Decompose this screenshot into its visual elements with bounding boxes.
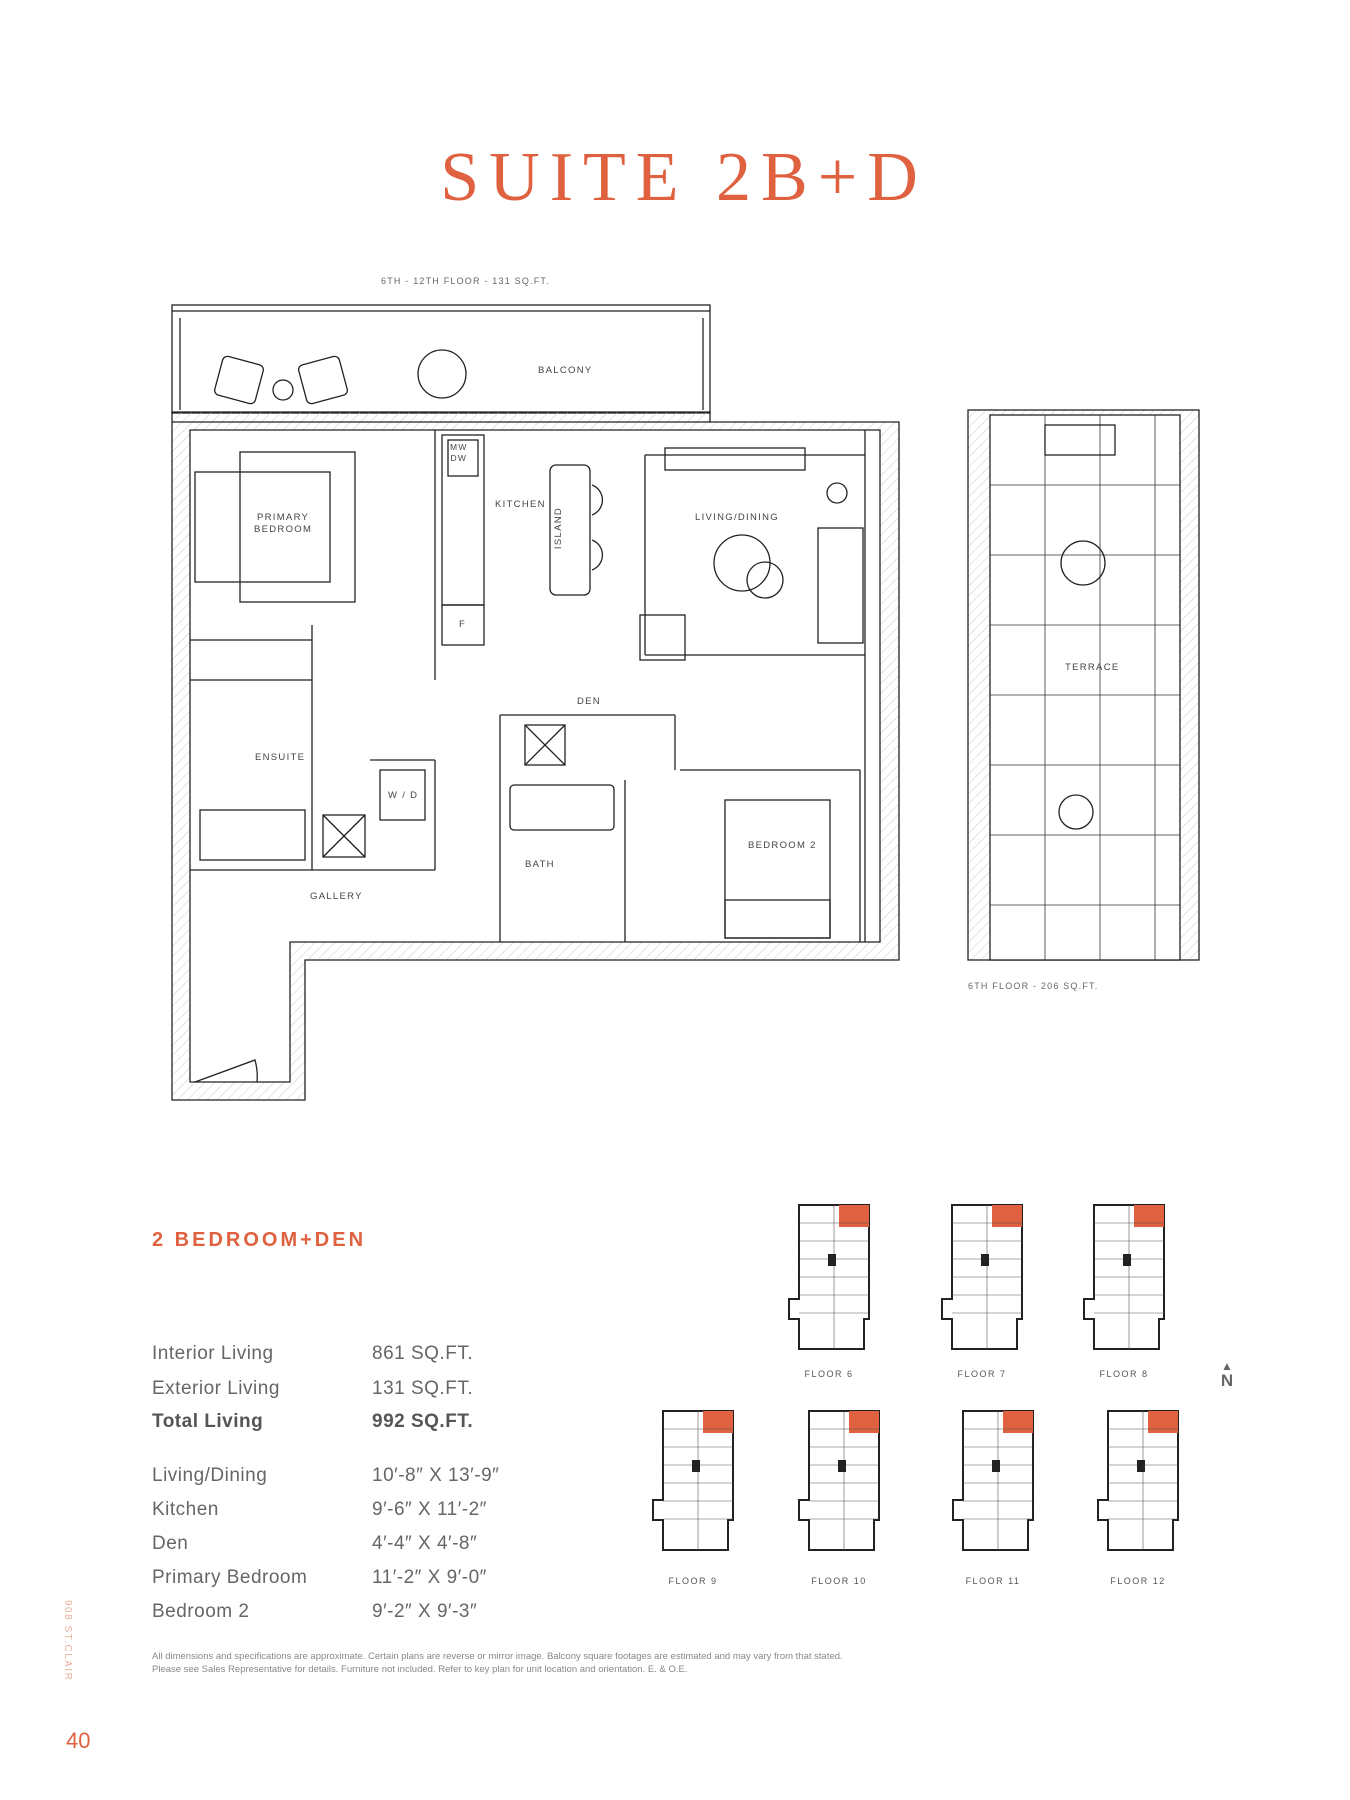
dim-label-kitchen: Kitchen [152, 1499, 219, 1520]
key-plan-label: FLOOR 7 [957, 1369, 1007, 1379]
key-plan-thumbnail [952, 1410, 1034, 1551]
balcony-area-note: 6TH - 12TH FLOOR - 131 SQ.FT. [381, 276, 550, 286]
spec-label-interior: Interior Living [152, 1343, 274, 1364]
dim-label-living-dining: Living/Dining [152, 1465, 268, 1486]
terrace-area-note: 6TH FLOOR - 206 SQ.FT. [968, 981, 1099, 991]
floor-plan [171, 304, 1200, 1101]
suite-type-heading: 2 BEDROOM+DEN [152, 1229, 367, 1251]
page-number: 40 [66, 1728, 91, 1753]
unit-highlight [1003, 1411, 1033, 1433]
spec-value-total: 992 SQ.FT. [372, 1411, 474, 1432]
unit-highlight [1134, 1205, 1164, 1227]
key-plan-thumbnail [1083, 1204, 1165, 1350]
spec-value-exterior: 131 SQ.FT. [372, 1378, 474, 1399]
north-arrow-icon: ▲ [1221, 1359, 1233, 1373]
room-label-kitchen: KITCHEN [495, 499, 546, 510]
key-plan-label: FLOOR 8 [1099, 1369, 1149, 1379]
key-plan-label: FLOOR 11 [965, 1576, 1021, 1586]
room-label-den: DEN [577, 696, 601, 707]
dim-value-living-dining: 10′-8″ X 13′-9″ [372, 1465, 500, 1486]
disclaimer: All dimensions and specifications are ap… [152, 1651, 843, 1675]
key-plan-label: FLOOR 10 [811, 1576, 867, 1586]
key-plan-thumbnail [1097, 1410, 1179, 1551]
north-indicator: ▲ N [1216, 1360, 1238, 1390]
key-plan-thumbnail [798, 1410, 880, 1551]
room-label-primary-line2: BEDROOM [254, 524, 313, 535]
dim-value-bedroom-2: 9′-2″ X 9′-3″ [372, 1601, 478, 1622]
room-label-terrace: TERRACE [1065, 662, 1120, 673]
key-plan-thumbnail [652, 1410, 734, 1551]
key-plan-label: FLOOR 9 [668, 1576, 718, 1586]
room-label-bedroom-2: BEDROOM 2 [748, 840, 817, 851]
balcony-outline [171, 304, 711, 414]
page-title: SUITE 2B+D [440, 139, 928, 216]
room-label-island: ISLAND [553, 506, 565, 550]
room-label-ensuite: ENSUITE [255, 752, 306, 763]
room-label-balcony: BALCONY [538, 365, 593, 376]
key-plan-label: FLOOR 6 [804, 1369, 854, 1379]
unit-highlight [703, 1411, 733, 1433]
mw-label: MW [450, 442, 468, 452]
key-plan-label: FLOOR 12 [1110, 1576, 1166, 1586]
room-label-bath: BATH [525, 859, 555, 870]
unit-highlight [849, 1411, 879, 1433]
dim-value-primary-bedroom: 11′-2″ X 9′-0″ [372, 1567, 487, 1588]
side-brand-text: 908 ST.CLAIR [62, 1600, 73, 1682]
dim-label-primary-bedroom: Primary Bedroom [152, 1567, 308, 1588]
room-label-fridge: F [459, 619, 467, 630]
room-label-primary-line1: PRIMARY [256, 512, 310, 523]
dim-value-kitchen: 9′-6″ X 11′-2″ [372, 1499, 487, 1520]
room-label-gallery: GALLERY [310, 891, 363, 902]
dim-value-den: 4′-4″ X 4′-8″ [372, 1533, 478, 1554]
key-plan-thumbnail [788, 1204, 870, 1350]
dim-label-bedroom-2: Bedroom 2 [152, 1601, 250, 1622]
key-plan-thumbnail [941, 1204, 1023, 1350]
dw-label: DW [450, 453, 468, 463]
unit-highlight [1148, 1411, 1178, 1433]
spec-value-interior: 861 SQ.FT. [372, 1343, 474, 1364]
unit-highlight [992, 1205, 1022, 1227]
unit-highlight [839, 1205, 869, 1227]
room-label-wd: W / D [388, 790, 419, 801]
unit-inner-wall [189, 429, 881, 1083]
north-label: N [1220, 1371, 1234, 1390]
room-label-living-dining: LIVING/DINING [695, 512, 779, 523]
spec-label-total: Total Living [152, 1411, 264, 1432]
dim-label-den: Den [152, 1533, 189, 1554]
spec-label-exterior: Exterior Living [152, 1378, 280, 1399]
